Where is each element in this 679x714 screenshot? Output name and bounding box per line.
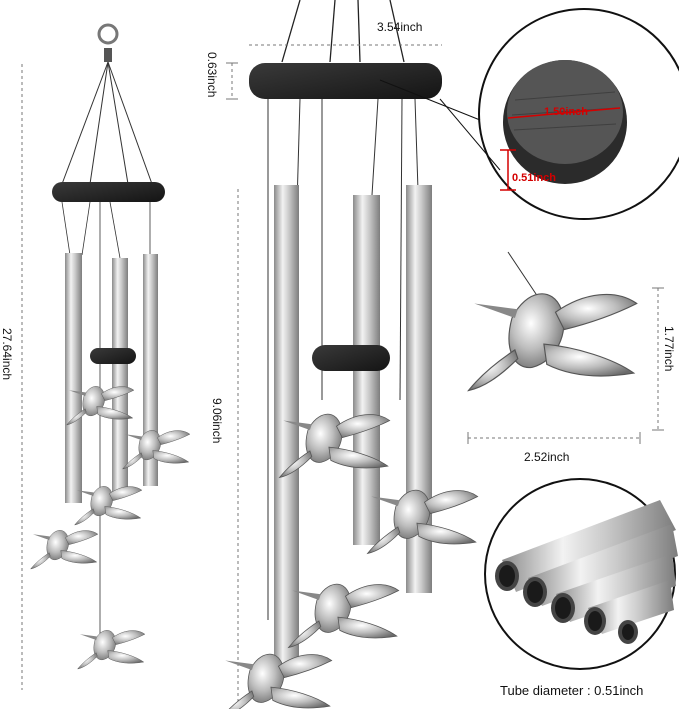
wood-diameter-label: 1.50inch <box>544 106 589 118</box>
bird-width-label: 2.52inch <box>524 450 570 464</box>
tube-closeup <box>484 478 678 670</box>
hummingbird-detail <box>467 251 664 444</box>
tube-length-label: 9.06inch <box>210 398 224 444</box>
full-chime-illustration <box>21 23 191 690</box>
ring-diameter-label: 3.54inch <box>377 20 423 34</box>
bird-height-label: 1.77inch <box>662 326 676 372</box>
wood-disc-detail <box>379 8 679 220</box>
overall-length-label: 27.64inch <box>0 328 14 381</box>
tube-diameter-label: Tube diameter : 0.51inch <box>500 683 644 698</box>
ring-height-label: 0.63inch <box>205 52 219 98</box>
wood-thickness-label: 0.51inch <box>512 172 557 184</box>
top-section-closeup <box>221 0 479 714</box>
